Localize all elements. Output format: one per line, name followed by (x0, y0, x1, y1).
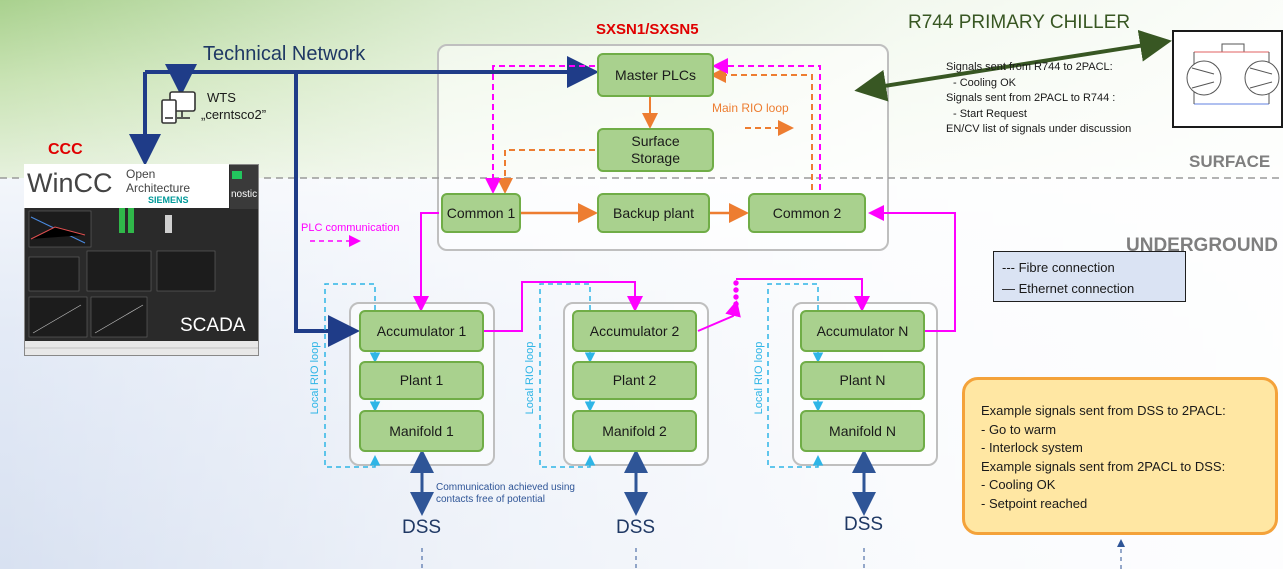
chiller-unit-icon (1172, 30, 1283, 128)
ccc-label: CCC (48, 141, 83, 158)
dss-label-2: DSS (616, 517, 656, 538)
chiller-signals: Signals sent from R744 to 2PACL: - Cooli… (946, 60, 1131, 138)
surface-zone-label: SURFACE (1189, 152, 1271, 171)
wts-host-label: „cerntsco2” (201, 107, 267, 122)
manifold-2-node: Manifold 2 (572, 410, 697, 452)
wincc-wordmark: WinCC (27, 168, 113, 198)
manifold-1-node: Manifold 1 (359, 410, 484, 452)
computer-icon (161, 91, 196, 124)
chiller-signal-line: Signals sent from 2PACL to R744 : (946, 92, 1116, 104)
wincc-logo: WinCC Open Architecture SIEMENS (24, 164, 229, 208)
contacts-note: Communication achieved using contacts fr… (436, 482, 575, 505)
accumulator-n-node: Accumulator N (800, 310, 925, 352)
example-signal-line: - Cooling OK (981, 477, 1056, 492)
scada-panel-caption: nostic panel (231, 189, 258, 200)
wincc-architecture: Architecture (126, 181, 191, 195)
scada-label: SCADA (180, 315, 246, 336)
chiller-signal-line: Signals sent from R744 to 2PACL: (946, 61, 1113, 73)
plc-communication-label: PLC communication (301, 222, 400, 234)
legend-fibre: --- Fibre connection (1002, 260, 1115, 275)
main-rio-loop-label: Main RIO loop (712, 101, 789, 115)
chiller-signal-line: - Cooling OK (953, 76, 1016, 89)
legend-ethernet: — Ethernet connection (1002, 281, 1135, 296)
example-signal-line: - Setpoint reached (981, 495, 1088, 511)
common-2-node: Common 2 (748, 193, 866, 233)
common-1-node: Common 1 (441, 193, 521, 233)
dss-signals-box: Example signals sent from DSS to 2PACL: … (962, 377, 1278, 535)
dss-label-1: DSS (402, 517, 442, 538)
manifold-n-node: Manifold N (800, 410, 925, 452)
line-style-legend: --- Fibre connection — Ethernet connecti… (993, 251, 1186, 302)
local-rio-label-2: Local RIO loop (524, 341, 536, 415)
dss-label-n: DSS (844, 514, 884, 535)
local-rio-label-n: Local RIO loop (753, 341, 765, 415)
example-signal-line: Example signals sent from DSS to 2PACL: (981, 403, 1226, 418)
example-signal-line: - Go to warm (981, 421, 1057, 437)
surface-storage-node: Surface Storage (597, 128, 714, 172)
wts-label: WTS (207, 90, 236, 105)
technical-network-label: Technical Network (203, 43, 366, 65)
wincc-open: Open (126, 167, 156, 181)
backup-plant-node: Backup plant (597, 193, 710, 233)
plant-1-node: Plant 1 (359, 361, 484, 400)
plant-n-node: Plant N (800, 361, 925, 400)
plant-2-node: Plant 2 (572, 361, 697, 400)
example-signal-line: - Interlock system (981, 440, 1083, 455)
central-group-title: SXSN1/SXSN5 (596, 21, 699, 38)
example-signal-line: Example signals sent from 2PACL to DSS: (981, 458, 1226, 474)
accumulator-1-node: Accumulator 1 (359, 310, 484, 352)
master-plcs-node: Master PLCs (597, 53, 714, 97)
siemens-logo: SIEMENS (148, 195, 189, 205)
accumulator-2-node: Accumulator 2 (572, 310, 697, 352)
chiller-signal-line: - Start Request (953, 107, 1027, 120)
chiller-title: R744 PRIMARY CHILLER (908, 12, 1131, 33)
local-rio-label-1: Local RIO loop (309, 341, 321, 415)
chiller-signal-line: EN/CV list of signals under discussion (946, 123, 1132, 135)
underground-zone-label: UNDERGROUND (1126, 235, 1278, 256)
